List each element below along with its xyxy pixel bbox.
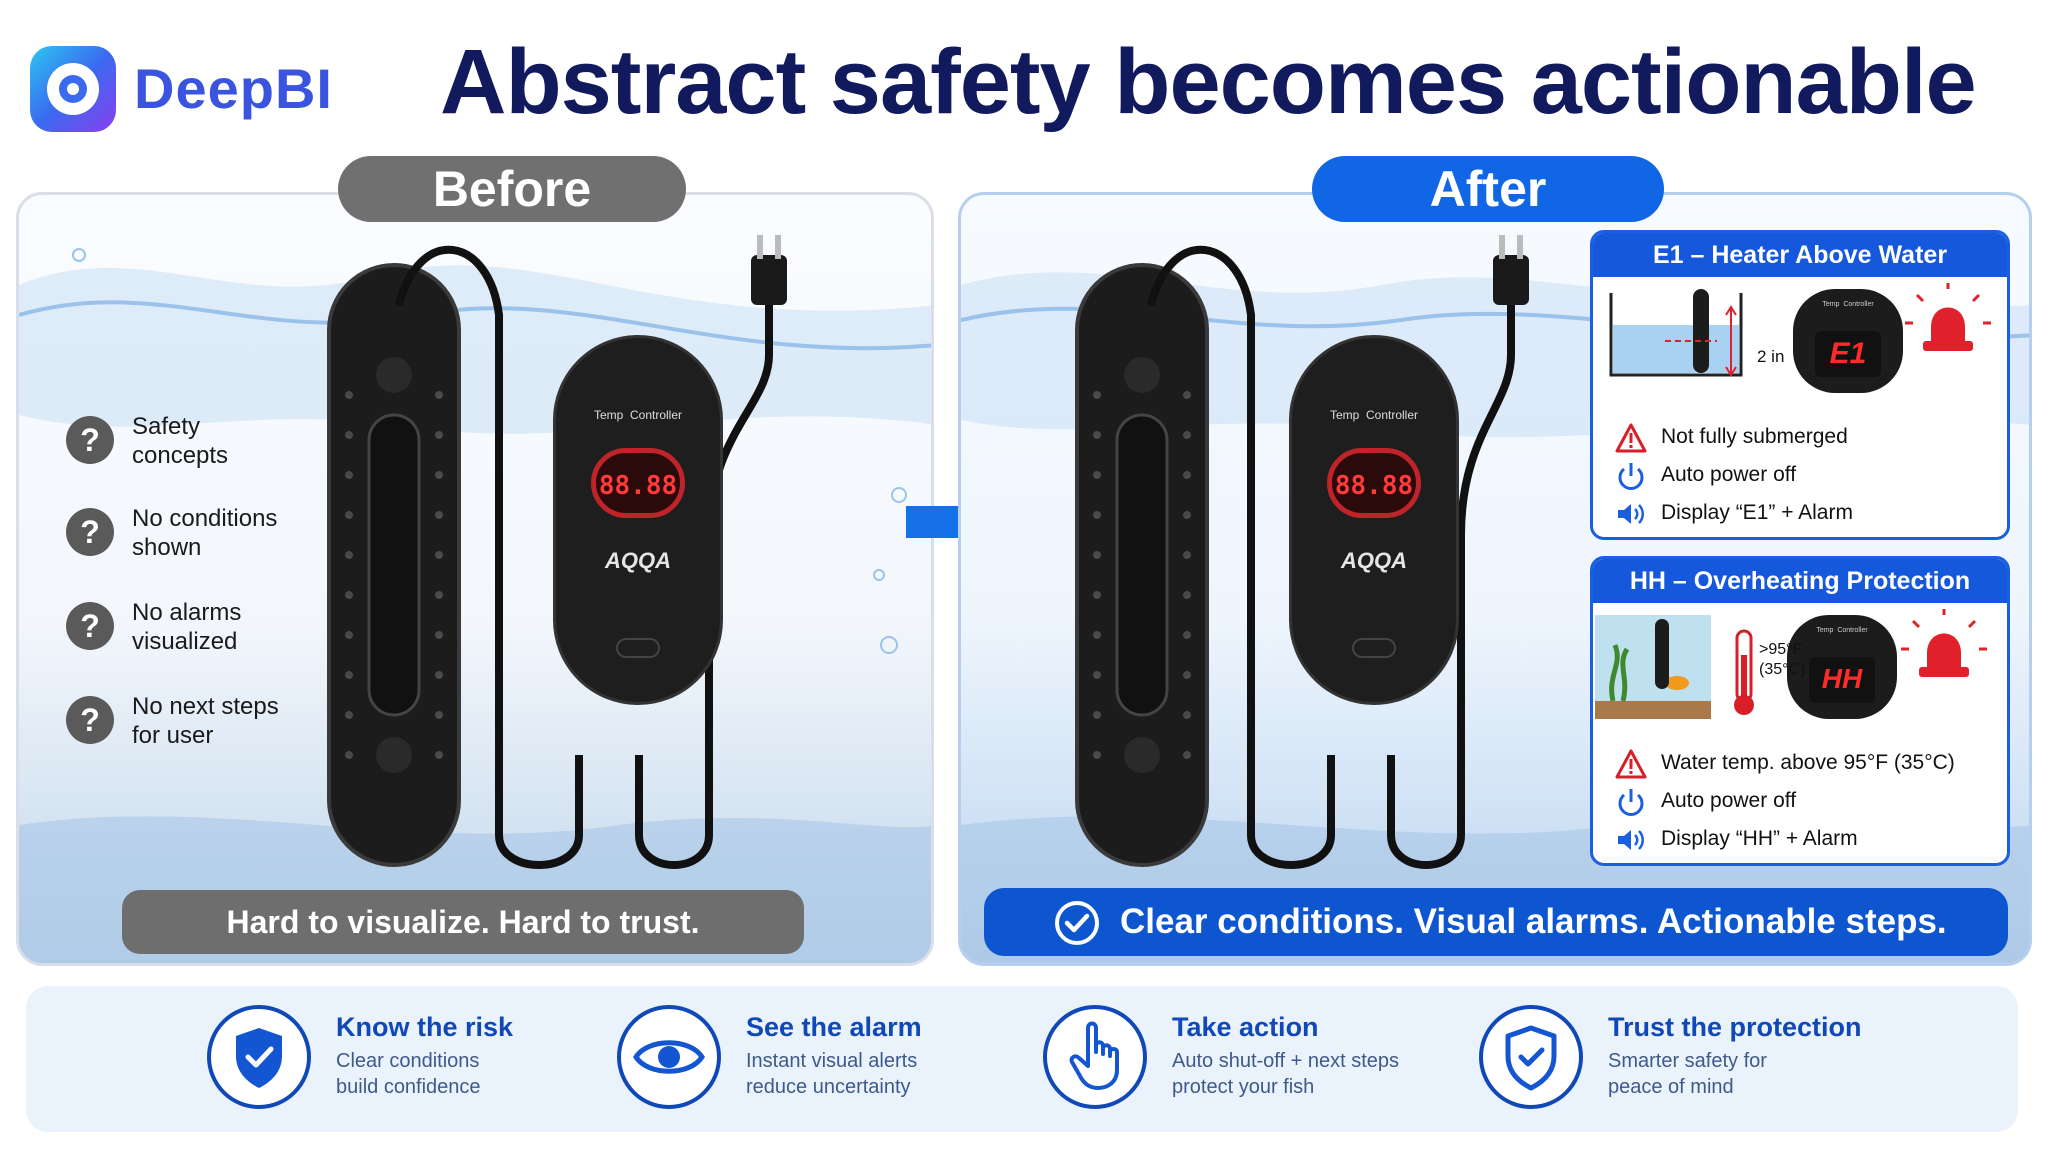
controller-label: Temp Controller: [1822, 301, 1874, 308]
question-icon: ?: [66, 696, 114, 744]
card-row: Auto power off: [1615, 785, 2005, 819]
after-label: After: [1312, 156, 1664, 222]
controller-brand: AQQA: [1341, 548, 1407, 573]
card-row: Water temp. above 95°F (35°C): [1615, 747, 2005, 781]
power-cord: [1147, 235, 1529, 869]
question-icon: ?: [66, 508, 114, 556]
heater-device: [327, 263, 461, 867]
warning-icon: [1615, 423, 1647, 453]
e1-illustration: [1609, 283, 1991, 393]
hh-illustration: [1595, 609, 1987, 719]
card-title: HH – Overheating Protection: [1593, 559, 2007, 603]
speaker-icon: [1618, 830, 1644, 850]
controller-label: Temp Controller: [593, 408, 683, 422]
feature-item: Trust the protection Smarter safety for …: [1478, 1004, 1878, 1114]
feature-item: See the alarm Instant visual alerts redu…: [616, 1004, 1016, 1114]
e1-alert-card: E1 – Heater Above Water 2 in Temp Contro…: [1590, 230, 2010, 540]
deepbi-logo-icon: [30, 46, 116, 132]
controller-label: Temp Controller: [1329, 408, 1419, 422]
question-icon: ?: [66, 416, 114, 464]
before-label: Before: [338, 156, 686, 222]
shield-outline-icon: [1479, 1005, 1583, 1109]
threshold-c: (35°C): [1759, 661, 1806, 678]
power-icon: [1618, 789, 1644, 816]
check-circle-icon: [1055, 901, 1099, 945]
eye-icon: [617, 1005, 721, 1109]
card-row: Not fully submerged: [1615, 421, 2005, 455]
feature-item: Know the risk Clear conditions build con…: [206, 1004, 606, 1114]
controller-label: Temp Controller: [1816, 627, 1868, 634]
question-icon: ?: [66, 602, 114, 650]
temp-controller: Temp Controller 88.88 AQQA: [553, 335, 723, 705]
threshold-f: >95°F: [1759, 641, 1803, 658]
feature-item: Take action Auto shut-off + next steps p…: [1042, 1004, 1442, 1114]
before-footer-bar: Hard to visualize. Hard to trust.: [122, 890, 804, 954]
controller-brand: AQQA: [605, 548, 671, 573]
temp-controller: Temp Controller 88.88 AQQA: [1289, 335, 1459, 705]
hand-pointer-icon: [1043, 1005, 1147, 1109]
brand-name: DeepBI: [134, 57, 333, 120]
page-title: Abstract safety becomes actionable: [440, 31, 1977, 133]
display-code: E1: [1829, 337, 1867, 370]
card-row: Display “E1” + Alarm: [1615, 497, 2005, 531]
before-panel: Temp Controller 88.88 AQQA: [16, 192, 934, 966]
speaker-icon: [1618, 504, 1644, 524]
after-footer-bar: Clear conditions. Visual alarms. Actiona…: [984, 888, 2008, 956]
controller-button: [616, 638, 660, 658]
heater-device: [1075, 263, 1209, 867]
shield-check-icon: [207, 1005, 311, 1109]
card-title: E1 – Heater Above Water: [1593, 233, 2007, 277]
controller-display: 88.88: [591, 448, 685, 518]
warning-icon: [1615, 749, 1647, 779]
card-row: Display “HH” + Alarm: [1615, 823, 2005, 857]
controller-button: [1352, 638, 1396, 658]
measure-label: 2 in: [1757, 347, 1785, 366]
features-strip: [26, 986, 2018, 1132]
hh-alert-card: HH – Overheating Protection >95°F (35°C)…: [1590, 556, 2010, 866]
display-code: HH: [1821, 663, 1863, 694]
controller-display: 88.88: [1327, 448, 1421, 518]
power-icon: [1618, 463, 1644, 490]
card-row: Auto power off: [1615, 459, 2005, 493]
